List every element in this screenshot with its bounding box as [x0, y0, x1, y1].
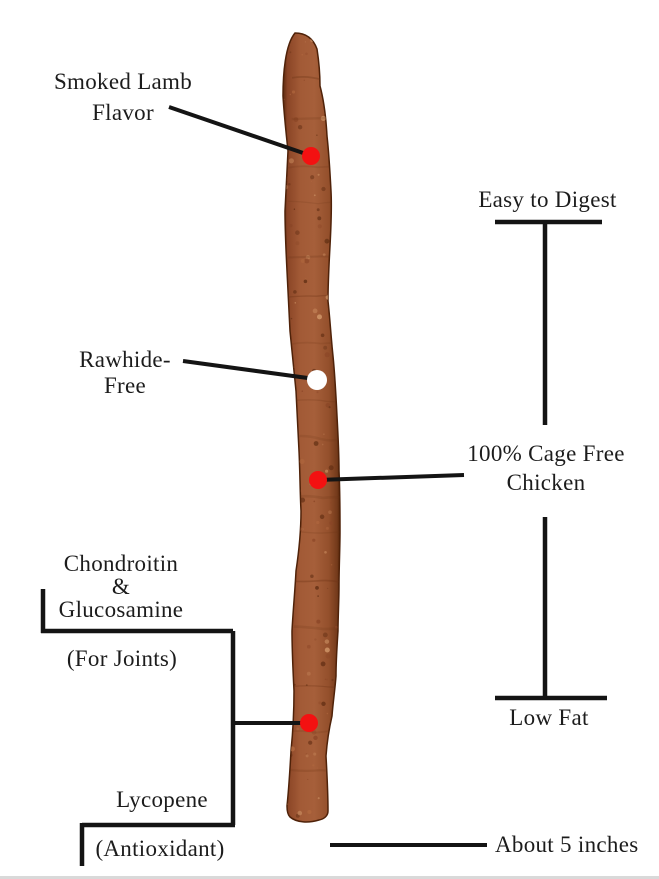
callout-joints-sub: (For Joints) [66, 646, 178, 671]
callout-low-fat: Low Fat [509, 705, 589, 730]
callout-size: About 5 inches [495, 832, 639, 857]
callout-cage-free-chicken: 100% Cage Free Chicken [467, 441, 625, 495]
callout-easy-to-digest: Easy to Digest [478, 187, 617, 212]
marker-cage-free-red-dot [309, 471, 327, 489]
marker-flavor-red-dot [302, 147, 320, 165]
leader-line-rawhide [182, 359, 316, 381]
leader-line-cage-free [317, 473, 465, 482]
callout-joints-main: Chondroitin & Glucosamine [58, 551, 184, 622]
leader-line-flavor [168, 105, 310, 157]
callout-flavor: Smoked Lamb Flavor [53, 69, 193, 125]
image-bottom-edge [0, 876, 659, 879]
marker-rawhide-white-dot [307, 370, 327, 390]
callout-lycopene: Lycopene [116, 787, 208, 812]
callout-lycopene-sub: (Antioxidant) [95, 836, 225, 861]
marker-joints-red-dot [300, 714, 318, 732]
callout-rawhide-free: Rawhide-Free [79, 347, 171, 398]
